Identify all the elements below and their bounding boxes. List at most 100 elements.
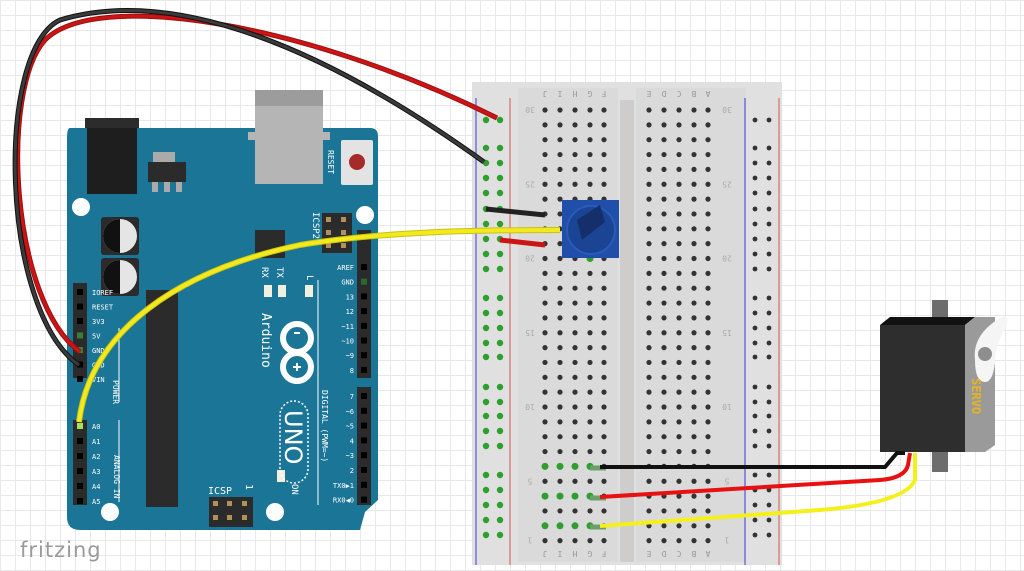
breadboard-hole[interactable]: [572, 448, 578, 455]
breadboard-hole[interactable]: [542, 107, 548, 113]
breadboard-hole[interactable]: [557, 538, 563, 544]
breadboard-hole[interactable]: [676, 404, 682, 410]
breadboard-hole[interactable]: [676, 315, 682, 321]
rail-hole[interactable]: [482, 471, 490, 479]
rail-hole[interactable]: [482, 486, 490, 494]
breadboard-hole[interactable]: [646, 166, 652, 172]
reset-button-cap[interactable]: [349, 154, 365, 170]
breadboard-hole[interactable]: [587, 389, 593, 395]
digital-pin[interactable]: [361, 337, 367, 344]
breadboard-hole[interactable]: [557, 419, 563, 425]
breadboard-hole[interactable]: [557, 181, 563, 187]
rail-hole[interactable]: [766, 340, 772, 346]
rail-hole[interactable]: [766, 221, 772, 227]
rail-hole[interactable]: [482, 220, 490, 228]
breadboard-hole[interactable]: [691, 448, 697, 455]
rail-hole[interactable]: [496, 309, 504, 317]
potentiometer[interactable]: [562, 200, 619, 258]
breadboard-hole[interactable]: [691, 241, 697, 247]
rail-hole[interactable]: [496, 442, 504, 450]
servo-motor[interactable]: SERVO: [880, 300, 1008, 472]
breadboard-hole[interactable]: [646, 300, 652, 306]
breadboard-hole[interactable]: [542, 508, 548, 514]
breadboard-hole[interactable]: [705, 241, 711, 247]
breadboard-hole[interactable]: [705, 166, 711, 172]
rail-hole[interactable]: [496, 501, 504, 509]
rail-hole[interactable]: [752, 384, 758, 390]
breadboard-hole[interactable]: [691, 404, 697, 410]
breadboard-hole[interactable]: [557, 315, 563, 321]
breadboard-hole[interactable]: [572, 538, 578, 544]
breadboard-hole[interactable]: [557, 107, 563, 113]
breadboard-hole[interactable]: [557, 374, 563, 380]
breadboard-hole[interactable]: [542, 478, 548, 484]
breadboard-hole[interactable]: [705, 285, 711, 291]
analog-pin[interactable]: [77, 468, 83, 474]
breadboard-hole[interactable]: [646, 419, 652, 425]
rail-hole[interactable]: [766, 428, 772, 434]
rail-hole[interactable]: [482, 324, 490, 332]
breadboard-hole[interactable]: [587, 181, 593, 187]
breadboard-hole[interactable]: [542, 434, 548, 440]
arduino-uno-board[interactable]: RESET ICSP2 RX TX L: [67, 90, 378, 530]
breadboard-hole[interactable]: [676, 151, 682, 158]
rail-hole[interactable]: [752, 428, 758, 434]
breadboard-hole[interactable]: [646, 508, 652, 514]
breadboard-hole[interactable]: [691, 419, 697, 425]
servo-horn[interactable]: [974, 316, 1008, 382]
breadboard-hole[interactable]: [691, 166, 697, 172]
breadboard-hole[interactable]: [691, 151, 697, 158]
breadboard-hole[interactable]: [676, 226, 682, 232]
digital-pin[interactable]: [361, 366, 367, 373]
rail-hole[interactable]: [482, 442, 490, 450]
rail-hole[interactable]: [482, 144, 490, 152]
rail-hole[interactable]: [496, 174, 504, 182]
breadboard-hole[interactable]: [646, 107, 652, 113]
breadboard-hole[interactable]: [661, 523, 667, 529]
rail-hole[interactable]: [752, 206, 758, 212]
breadboard-hole[interactable]: [646, 315, 652, 321]
breadboard-hole[interactable]: [705, 255, 711, 262]
breadboard-hole[interactable]: [646, 122, 652, 128]
rail-hole[interactable]: [496, 383, 504, 391]
breadboard-hole[interactable]: [572, 122, 578, 128]
breadboard-hole[interactable]: [705, 419, 711, 425]
breadboard-hole[interactable]: [705, 389, 711, 395]
power-pin[interactable]: [77, 289, 83, 295]
breadboard-hole[interactable]: [661, 359, 667, 366]
breadboard-hole[interactable]: [572, 434, 578, 440]
breadboard-hole[interactable]: [646, 285, 652, 291]
rail-hole[interactable]: [766, 295, 772, 301]
breadboard-hole[interactable]: [646, 181, 652, 187]
wire-servo-gnd[interactable]: [600, 451, 905, 469]
breadboard-hole[interactable]: [601, 478, 607, 484]
rail-hole[interactable]: [766, 472, 772, 478]
breadboard-hole[interactable]: [601, 166, 607, 172]
rail-hole[interactable]: [496, 412, 504, 420]
breadboard-hole[interactable]: [541, 522, 549, 530]
rail-hole[interactable]: [496, 220, 504, 228]
rail-hole[interactable]: [752, 221, 758, 227]
breadboard-hole[interactable]: [542, 166, 548, 172]
breadboard-hole[interactable]: [572, 345, 578, 351]
breadboard-hole[interactable]: [587, 107, 593, 113]
breadboard-hole[interactable]: [705, 300, 711, 306]
rail-hole[interactable]: [496, 486, 504, 494]
breadboard-hole[interactable]: [572, 107, 578, 113]
breadboard-hole[interactable]: [691, 389, 697, 395]
analog-pin[interactable]: [77, 423, 83, 429]
rail-hole[interactable]: [752, 310, 758, 316]
breadboard-hole[interactable]: [691, 122, 697, 128]
rail-hole[interactable]: [752, 117, 758, 123]
breadboard-hole[interactable]: [557, 448, 563, 455]
breadboard-hole[interactable]: [572, 270, 578, 276]
rail-hole[interactable]: [752, 160, 758, 166]
breadboard-hole[interactable]: [691, 478, 697, 484]
breadboard-hole[interactable]: [676, 330, 682, 336]
rail-hole[interactable]: [496, 294, 504, 302]
breadboard-hole[interactable]: [705, 137, 711, 143]
breadboard-hole[interactable]: [557, 285, 563, 291]
rail-hole[interactable]: [752, 190, 758, 196]
breadboard-hole[interactable]: [705, 226, 711, 232]
digital-pin[interactable]: [361, 393, 367, 399]
